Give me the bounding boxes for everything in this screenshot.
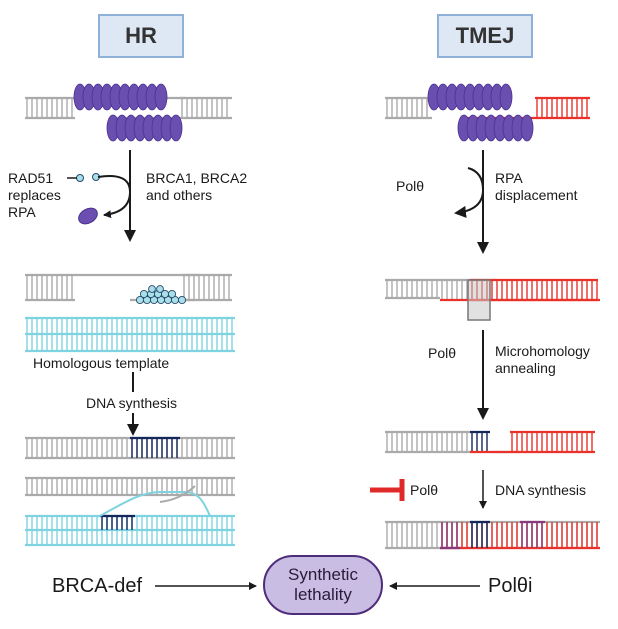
rad51-label: RAD51 replaces RPA	[8, 170, 61, 220]
dloop-strand	[99, 491, 211, 517]
hr-new-synthesis-dloop	[100, 514, 135, 530]
hr-extended-bottom	[25, 476, 235, 495]
tmej-annealed-left	[385, 278, 440, 298]
hr-extended-top	[25, 436, 235, 458]
tmej-dna-synthesis-label: DNA synthesis	[495, 482, 587, 498]
hr-dna-synthesis-label: DNA synthesis	[86, 395, 178, 411]
rpa-cluster-tmej-top	[427, 83, 513, 111]
rad51-dot-icon	[76, 174, 84, 182]
homologous-template-label: Homologous template	[33, 355, 170, 371]
hr-new-synthesis-top	[130, 436, 180, 458]
microhomology-box	[467, 279, 491, 321]
pol-theta-label-2: Polθ	[428, 345, 457, 361]
tmej-header: TMEJ	[437, 14, 533, 58]
rpa-cluster-hr-bottom	[106, 114, 183, 142]
hr-curved-arrow	[97, 175, 132, 219]
microhomology-label: Microhomology annealing	[495, 343, 590, 376]
tmej-row3-microhomology	[470, 430, 490, 452]
dna-strands	[25, 96, 600, 550]
rad51-filament	[135, 285, 187, 305]
rpa-cluster-hr-top	[73, 83, 168, 111]
brca-def-label: BRCA-def	[52, 575, 143, 597]
hr-dsb-left-duplex	[25, 96, 75, 118]
pol-theta-inhibitor-drug-label: Polθi	[488, 575, 533, 597]
hr-invading-left	[25, 273, 75, 300]
tmej-product-microhomology	[470, 520, 490, 548]
arrows	[67, 150, 489, 590]
hr-dsb-right-duplex	[180, 96, 232, 118]
pol-theta-label-1: Polθ	[396, 178, 425, 194]
tmej-row3-red	[510, 430, 595, 452]
brca-label: BRCA1, BRCA2 and others	[146, 170, 248, 203]
synthetic-lethality-node: Synthetic lethality	[263, 555, 383, 615]
tmej-product-fill-right	[520, 520, 545, 548]
tmej-right-duplex	[535, 96, 590, 118]
tmej-row3-left	[385, 430, 470, 452]
tmej-curved-arrow	[454, 167, 485, 218]
hr-header: HR	[98, 14, 184, 58]
pol-theta-inhibitor-label: Polθ	[410, 482, 439, 498]
released-rpa-icon	[78, 207, 98, 225]
rpa-cluster-tmej-bottom	[457, 114, 534, 142]
hr-invading-right	[182, 273, 232, 300]
tmej-product-red	[440, 522, 600, 550]
dloop-gray-strand	[159, 485, 196, 503]
tmej-left-duplex	[385, 96, 432, 118]
rpa-displacement-label: RPA displacement	[495, 170, 578, 203]
tmej-product-fill-left	[440, 522, 460, 550]
protein-shapes	[73, 83, 534, 321]
